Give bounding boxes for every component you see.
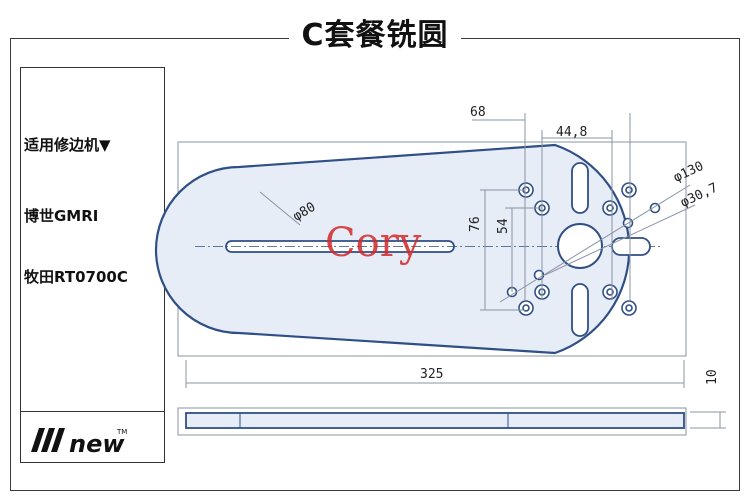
compat-heading: 适用修边机▼ [24, 136, 111, 154]
watermark: Cory [325, 220, 422, 266]
logo-tm: TM [116, 428, 127, 436]
compat-item-bosch: 博世GMRI [24, 207, 99, 225]
page-title: C套餐铣圆 [0, 10, 750, 54]
router-bit-hole [557, 223, 603, 269]
upper-slot [571, 162, 589, 214]
panel-divider [21, 411, 164, 412]
plate-side-profile [177, 407, 687, 436]
dim-76: 76 [468, 216, 483, 232]
dim-10: 10 [705, 369, 720, 385]
compatibility-panel: 适用修边机▼ 博世GMRI 牧田RT0700C new TM [20, 67, 165, 463]
dimension-lines [185, 113, 726, 429]
compat-item-makita: 牧田RT0700C [24, 268, 128, 286]
dim-phi130: φ130 [671, 159, 706, 186]
dim-68: 68 [470, 105, 486, 120]
lower-slot [571, 283, 589, 337]
dim-phi30-7: φ30,7 [678, 180, 720, 210]
logo-text: new [69, 430, 125, 458]
brand-logo: new TM [31, 428, 127, 458]
dim-54: 54 [496, 218, 511, 234]
dim-44-8: 44,8 [556, 125, 587, 140]
dim-325: 325 [420, 367, 443, 382]
